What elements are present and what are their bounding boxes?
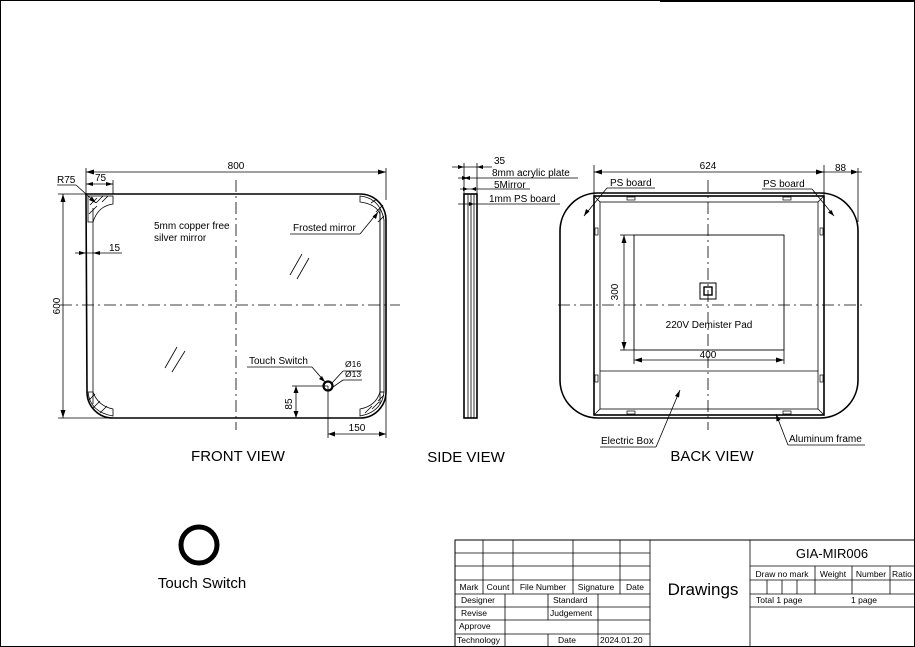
dim-height-front: 600 <box>52 297 63 314</box>
dim-border: 15 <box>109 243 121 254</box>
electric-box-label: Electric Box <box>601 436 654 447</box>
frosted-corner-bottom-right <box>359 391 385 417</box>
touch-switch-label: Touch Switch <box>249 356 308 367</box>
touch-switch-icon <box>178 524 220 566</box>
back-view-title: BACK VIEW <box>670 448 754 465</box>
glass-note-line2: silver mirror <box>154 233 207 244</box>
mount-clip <box>626 196 636 201</box>
dim-width-front: 800 <box>228 161 245 172</box>
title-block: GIA-MIR006 Drawings Mark Count File Numb… <box>454 539 915 647</box>
frosted-hatch <box>88 195 385 414</box>
back-view: 220V Demister Pad 624 88 PS board PS boa… <box>558 161 865 465</box>
front-mirror-outline <box>85 193 387 419</box>
dim-switch-vertical: 85 <box>284 398 295 410</box>
technology-label: Technology <box>457 635 501 645</box>
model-number: GIA-MIR006 <box>796 546 868 561</box>
front-view-title: FRONT VIEW <box>191 448 286 465</box>
side-view: 35 8mm acrylic plate 5Mirror 1mm PS boar… <box>427 156 578 466</box>
side-mirror: 5Mirror <box>494 180 526 191</box>
header-count: Count <box>487 582 510 592</box>
pad-label: 220V Demister Pad <box>666 320 753 331</box>
frosted-corner-top-right <box>359 195 385 393</box>
glass-note-line1: 5mm copper free <box>154 221 230 232</box>
pad-height: 300 <box>610 283 621 300</box>
front-view: 800 600 R75 75 15 5mm copper free silver… <box>52 161 400 465</box>
frosted-corner-top-left <box>87 195 114 223</box>
mount-clip <box>819 227 824 236</box>
judgement-label: Judgement <box>550 608 593 618</box>
side-view-title: SIDE VIEW <box>427 449 505 466</box>
side-psboard: 1mm PS board <box>489 194 556 205</box>
mount-clip <box>594 227 599 236</box>
reflection-mark <box>164 346 178 369</box>
header-signature: Signature <box>578 582 615 592</box>
standard-label: Standard <box>553 595 588 605</box>
date-value: 2024.01.20 <box>600 635 643 645</box>
weight-label: Weight <box>820 569 847 579</box>
aluminum-frame <box>593 195 825 416</box>
drawings-label: Drawings <box>668 580 739 599</box>
side-thickness: 35 <box>494 156 506 167</box>
dim-radius: R75 <box>57 175 76 186</box>
back-offset: 88 <box>835 163 847 174</box>
revise-label: Revise <box>461 608 487 618</box>
header-date: Date <box>626 582 644 592</box>
page-label: 1 page <box>851 595 877 605</box>
header-mark: Mark <box>460 582 480 592</box>
side-outline <box>463 193 478 419</box>
side-acrylic: 8mm acrylic plate <box>492 168 570 179</box>
draw-no-mark: Draw no mark <box>756 569 810 579</box>
mount-clip <box>782 196 792 201</box>
mount-clip <box>594 374 599 383</box>
back-outline <box>559 192 859 419</box>
designer-label: Designer <box>461 595 495 605</box>
switch-legend-label: Touch Switch <box>158 575 246 592</box>
dim-switch-horizontal: 150 <box>349 423 366 434</box>
back-width: 624 <box>700 161 717 172</box>
psboard-left-label: PS board <box>610 178 652 189</box>
frosted-mirror-label: Frosted mirror <box>293 223 356 234</box>
reflection-mark <box>171 350 186 373</box>
psboard-right-label: PS board <box>763 179 805 190</box>
mount-clip <box>782 410 792 415</box>
demister-pad <box>633 234 785 351</box>
approve-label: Approve <box>459 621 491 631</box>
dim-corner: 75 <box>95 173 107 184</box>
ratio-label: Ratio <box>892 569 912 579</box>
reflection-mark <box>289 253 303 276</box>
aluminum-frame-inner <box>599 201 819 410</box>
switch-outer-dia: Ø16 <box>345 359 361 369</box>
date-label: Date <box>558 635 576 645</box>
pad-width: 400 <box>700 350 717 361</box>
switch-inner-dia: Ø13 <box>345 369 361 379</box>
aluminum-frame-label: Aluminum frame <box>789 434 862 445</box>
frosted-corner-bottom-left <box>87 391 114 417</box>
total-pages: Total 1 page <box>756 595 803 605</box>
header-file-number: File Number <box>520 582 566 592</box>
mount-clip <box>626 410 636 415</box>
reflection-mark <box>296 257 310 280</box>
number-label: Number <box>856 569 886 579</box>
switch-legend: Touch Switch <box>158 524 246 592</box>
mount-clip <box>819 374 824 383</box>
